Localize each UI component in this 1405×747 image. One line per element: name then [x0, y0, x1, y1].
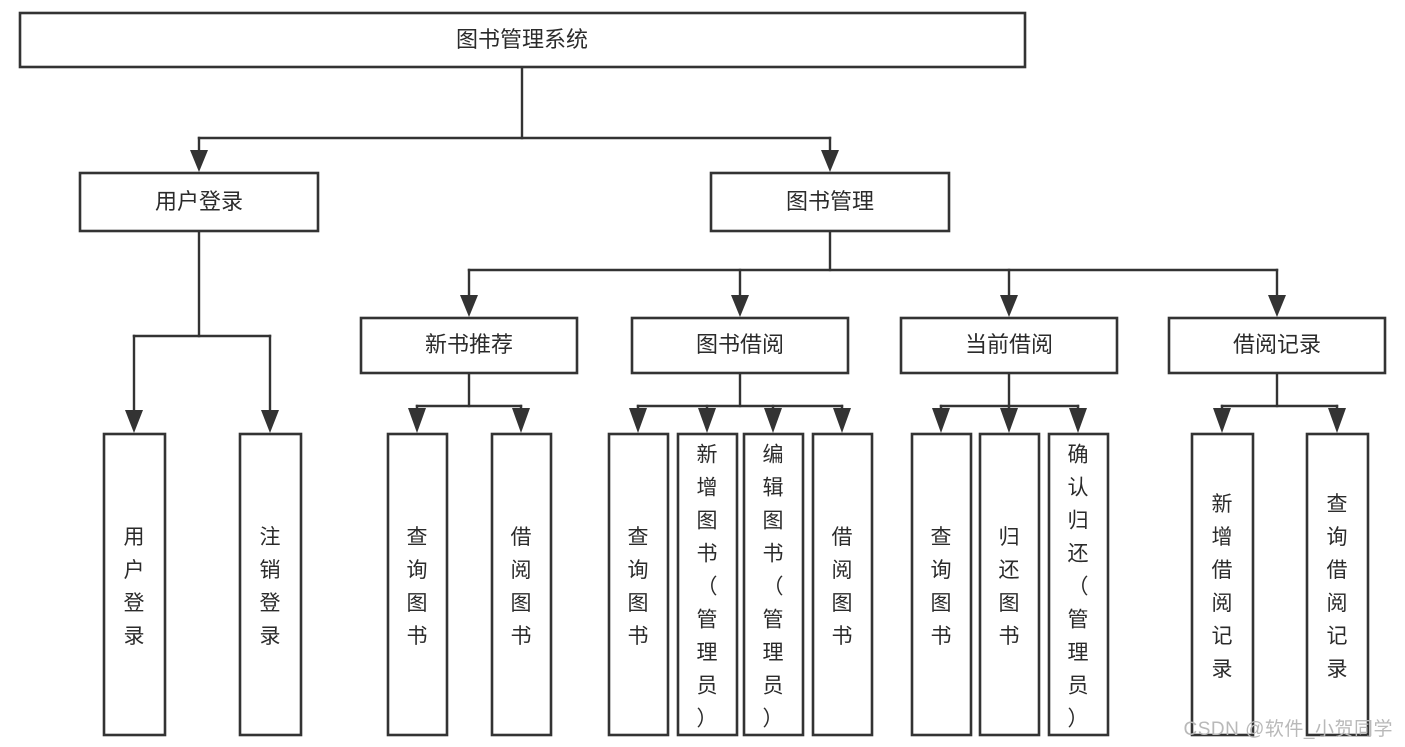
node-leaf-query-record[interactable]: 查询借阅记录 — [1305, 432, 1370, 737]
node-root-label: 图书管理系统 — [456, 27, 588, 52]
node-book-borrow[interactable]: 图书借阅 — [630, 316, 850, 375]
node-root[interactable]: 图书管理系统 — [18, 11, 1027, 69]
node-leaf-user-login-label: 用户登录 — [124, 526, 145, 648]
node-leaf-query-book-2[interactable]: 查询图书 — [607, 432, 670, 737]
node-book-manage[interactable]: 图书管理 — [709, 171, 951, 233]
node-leaf-query-book-3-box[interactable] — [910, 432, 973, 737]
arrowhead-leaf-return-book — [1000, 408, 1018, 433]
node-leaf-user-logout-box[interactable] — [238, 432, 303, 737]
arrowhead-leaf-confirm-return — [1069, 408, 1087, 433]
node-leaf-borrow-book-1[interactable]: 借阅图书 — [490, 432, 553, 737]
arrowhead-leaf-user-logout — [261, 410, 279, 433]
arrowhead-user-login — [190, 150, 208, 172]
node-leaf-return-book-box[interactable] — [978, 432, 1041, 737]
node-leaf-borrow-book-2-label: 借阅图书 — [832, 526, 853, 648]
node-current-borrow-label: 当前借阅 — [965, 332, 1053, 357]
node-leaf-query-book-1-box[interactable] — [386, 432, 449, 737]
node-root-box[interactable] — [18, 11, 1027, 69]
node-leaf-borrow-book-2-box[interactable] — [811, 432, 874, 737]
node-leaf-add-book-box[interactable] — [676, 432, 739, 737]
arrowhead-leaf-user-login — [125, 410, 143, 433]
node-leaf-query-record-box[interactable] — [1305, 432, 1370, 737]
arrowhead-new-book-rec — [460, 295, 478, 317]
node-leaf-query-book-2-label: 查询图书 — [628, 526, 649, 648]
arrowhead-leaf-borrow-book-2 — [833, 408, 851, 433]
node-leaf-borrow-book-1-box[interactable] — [490, 432, 553, 737]
node-book-manage-box[interactable] — [709, 171, 951, 233]
node-leaf-query-book-2-box[interactable] — [607, 432, 670, 737]
node-leaf-add-book[interactable]: 新增图书（管理员） — [676, 432, 739, 737]
node-borrow-record-box[interactable] — [1167, 316, 1387, 375]
arrowhead-leaf-query-book-3 — [932, 408, 950, 433]
node-leaf-user-logout[interactable]: 注销登录 — [238, 432, 303, 737]
csdn-watermark: CSDN @软件_小贺同学 — [1183, 719, 1393, 740]
arrowhead-leaf-add-record — [1213, 408, 1231, 433]
node-leaf-add-record-box[interactable] — [1190, 432, 1255, 737]
node-borrow-record-label: 借阅记录 — [1233, 332, 1321, 357]
node-leaf-edit-book-label: 编辑图书（管理员） — [763, 444, 784, 731]
node-leaf-user-logout-label: 注销登录 — [260, 526, 281, 648]
node-leaf-query-book-1[interactable]: 查询图书 — [386, 432, 449, 737]
node-borrow-record[interactable]: 借阅记录 — [1167, 316, 1387, 375]
node-leaf-confirm-return-label: 确认归还（管理员） — [1068, 444, 1089, 731]
node-book-borrow-box[interactable] — [630, 316, 850, 375]
node-new-book-rec-label: 新书推荐 — [425, 332, 513, 357]
node-leaf-return-book[interactable]: 归还图书 — [978, 432, 1041, 737]
arrowhead-leaf-edit-book — [764, 408, 782, 433]
node-new-book-rec[interactable]: 新书推荐 — [359, 316, 579, 375]
node-book-borrow-label: 图书借阅 — [696, 332, 784, 357]
arrowhead-leaf-query-book-1 — [408, 408, 426, 433]
arrowhead-leaf-query-record — [1328, 408, 1346, 433]
node-leaf-query-record-label: 查询借阅记录 — [1327, 493, 1348, 681]
node-user-login-label: 用户登录 — [155, 189, 243, 214]
node-leaf-borrow-book-2[interactable]: 借阅图书 — [811, 432, 874, 737]
arrowhead-book-borrow — [731, 295, 749, 317]
arrowhead-borrow-record — [1268, 295, 1286, 317]
node-leaf-confirm-return-box[interactable] — [1047, 432, 1110, 737]
node-leaf-edit-book-box[interactable] — [742, 432, 805, 737]
node-leaf-return-book-label: 归还图书 — [999, 526, 1020, 648]
node-leaf-confirm-return[interactable]: 确认归还（管理员） — [1047, 432, 1110, 737]
node-user-login[interactable]: 用户登录 — [78, 171, 320, 233]
arrowhead-leaf-add-book — [698, 408, 716, 433]
node-current-borrow-box[interactable] — [899, 316, 1119, 375]
node-new-book-rec-box[interactable] — [359, 316, 579, 375]
node-leaf-user-login[interactable]: 用户登录 — [102, 432, 167, 737]
node-leaf-edit-book[interactable]: 编辑图书（管理员） — [742, 432, 805, 737]
connector-layer — [125, 65, 1346, 433]
arrowhead-current-borrow — [1000, 295, 1018, 317]
node-leaf-user-login-box[interactable] — [102, 432, 167, 737]
node-leaf-query-book-3-label: 查询图书 — [931, 526, 952, 648]
node-leaf-add-record[interactable]: 新增借阅记录 — [1190, 432, 1255, 737]
node-leaf-query-book-3[interactable]: 查询图书 — [910, 432, 973, 737]
node-leaf-add-record-label: 新增借阅记录 — [1212, 493, 1233, 681]
arrowhead-leaf-query-book-2 — [629, 408, 647, 433]
arrowhead-book-manage — [821, 150, 839, 172]
node-leaf-add-book-label: 新增图书（管理员） — [697, 444, 718, 731]
arrowhead-leaf-borrow-book-1 — [512, 408, 530, 433]
node-leaf-borrow-book-1-label: 借阅图书 — [511, 526, 532, 648]
node-leaf-query-book-1-label: 查询图书 — [407, 526, 428, 648]
node-current-borrow[interactable]: 当前借阅 — [899, 316, 1119, 375]
node-book-manage-label: 图书管理 — [786, 189, 874, 214]
node-user-login-box[interactable] — [78, 171, 320, 233]
